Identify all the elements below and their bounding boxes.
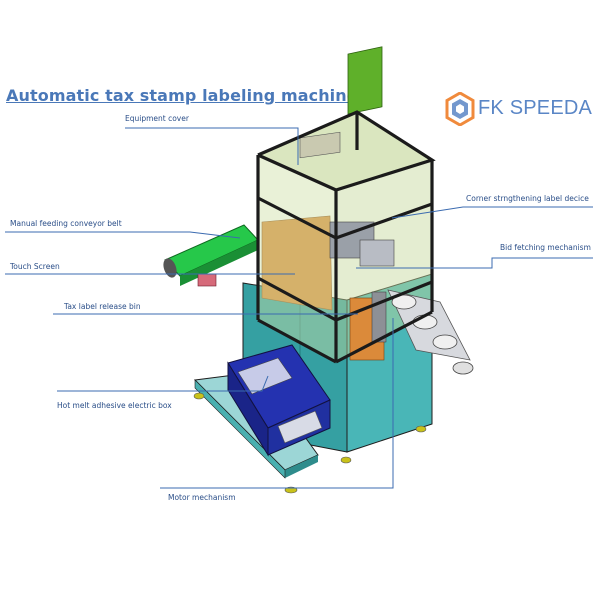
- diagram-title: Automatic tax stamp labeling machine: [6, 86, 358, 105]
- leader-lines: [5, 127, 593, 489]
- label-rollers: [387, 289, 474, 375]
- hexagon-logo-icon: [445, 91, 475, 127]
- enclosure-frame: [256, 110, 436, 364]
- callout-equipment-cover: Equipment cover: [125, 114, 189, 123]
- electric-box: [227, 344, 331, 457]
- callout-motor-mechanism: Motor mechanism: [168, 493, 236, 502]
- brand-name: FK SPEEDA: [478, 97, 593, 119]
- callout-manual-feeding-conveyor: Manual feeding conveyor belt: [10, 219, 122, 228]
- callout-corner-label-device: Corner strngthening label decice: [466, 194, 589, 203]
- callout-tax-label-bin: Tax label release bin: [64, 302, 141, 311]
- callout-touch-screen: Touch Screen: [10, 262, 60, 271]
- brand-logo: FK SPEEDA: [445, 91, 593, 127]
- internal-panel: [261, 215, 333, 311]
- callout-hot-melt-box: Hot melt adhesive electric box: [57, 401, 172, 410]
- callout-bid-fetching: Bid fetching mechanism: [500, 243, 591, 252]
